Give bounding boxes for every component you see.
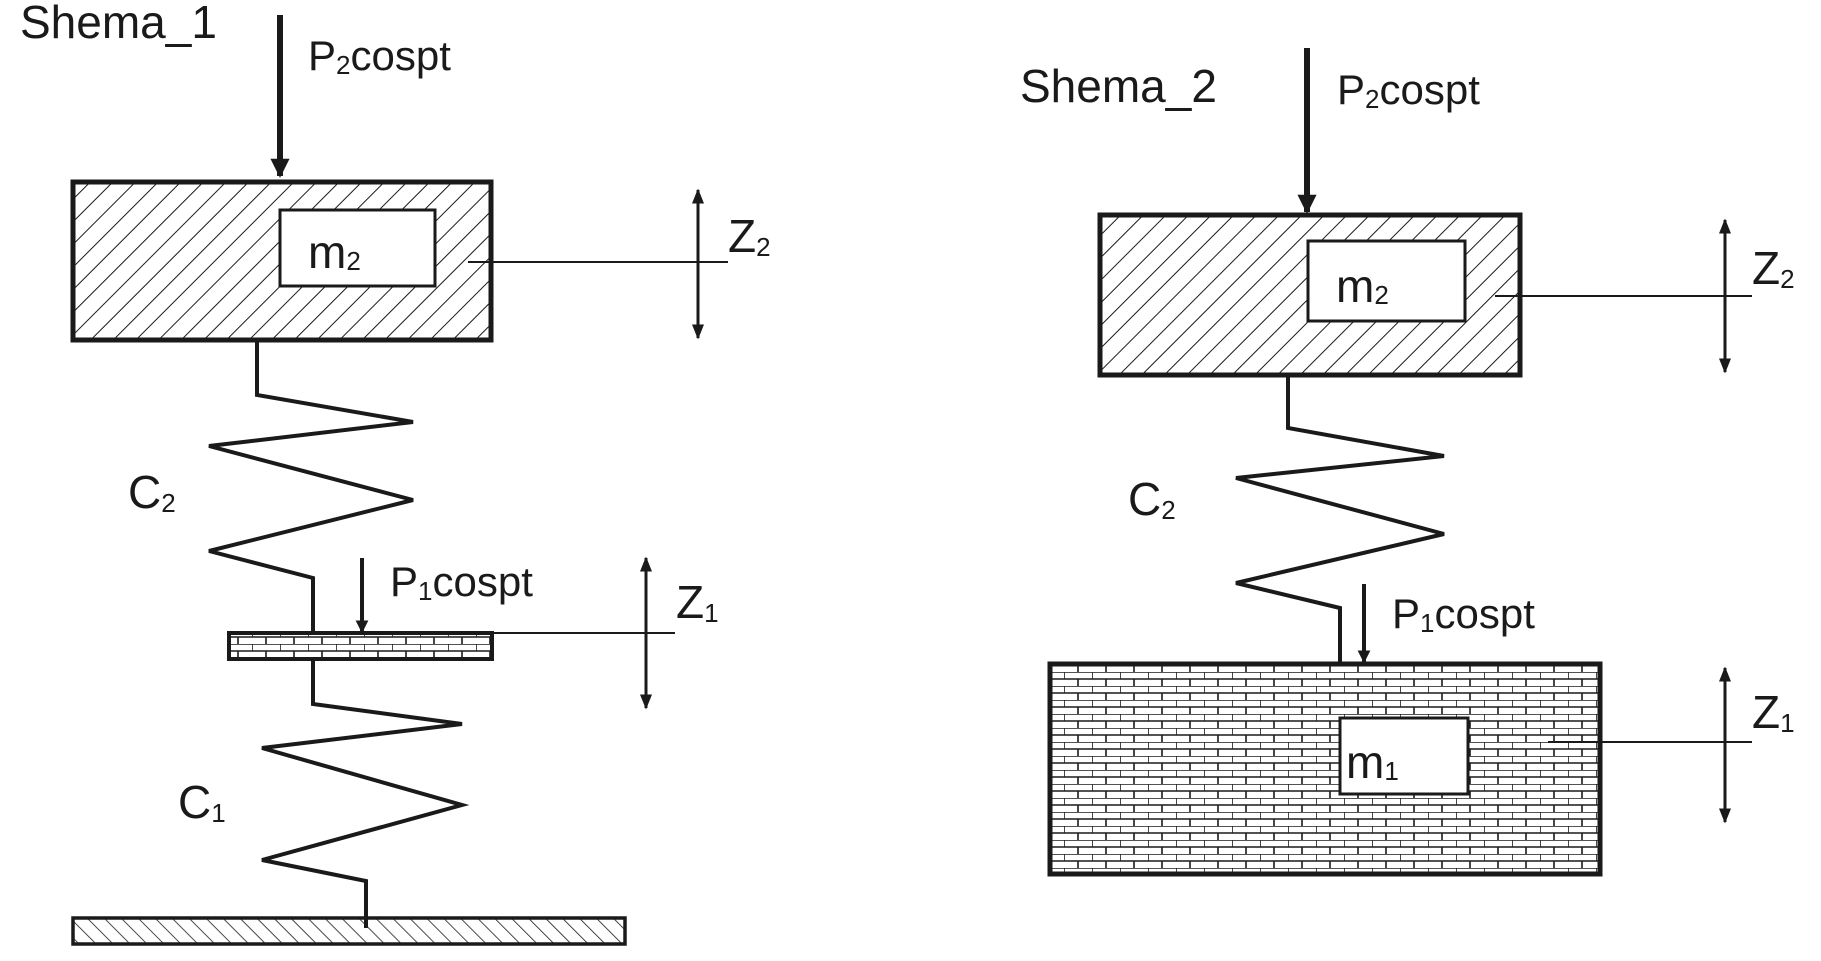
scheme-2: Shema_2 P2cospt m2 Z2 C2 P1cospt m1 Z1 <box>1020 48 1795 877</box>
intermediate-plate <box>227 631 494 661</box>
scheme-2-title: Shema_2 <box>1020 60 1217 112</box>
mass-m2-label: m2 <box>1336 260 1389 312</box>
mass-m1-label: m1 <box>1346 736 1399 788</box>
z2-label: Z2 <box>1752 242 1795 294</box>
force-p2-label: P2cospt <box>1337 66 1480 114</box>
scheme-1: Shema_1 P2cospt m2 Z2 C2 P1cospt Z1 C1 <box>20 0 771 946</box>
mass-m2-label-box <box>1306 239 1467 323</box>
z1-label: Z1 <box>1752 686 1795 738</box>
mass-m1-label-box <box>1338 716 1470 796</box>
mass-m1-block <box>1047 661 1603 877</box>
force-p1-label: P1cospt <box>390 558 533 606</box>
spring-c1-label: C1 <box>178 776 226 828</box>
force-p2-label: P2cospt <box>308 32 451 80</box>
ground-base <box>71 916 627 946</box>
spring-c2-label: C2 <box>1128 473 1176 525</box>
mass-m2-label-box <box>278 208 437 288</box>
spring-c2-label: C2 <box>128 466 176 518</box>
scheme-1-title: Shema_1 <box>20 0 217 48</box>
spring-c2 <box>1235 375 1445 664</box>
mass-m2-label: m2 <box>308 226 361 278</box>
force-p1-label: P1cospt <box>1392 590 1535 638</box>
z1-label: Z1 <box>676 576 719 628</box>
z2-label: Z2 <box>728 210 771 262</box>
spring-c1 <box>261 659 470 928</box>
spring-c2 <box>208 340 414 633</box>
